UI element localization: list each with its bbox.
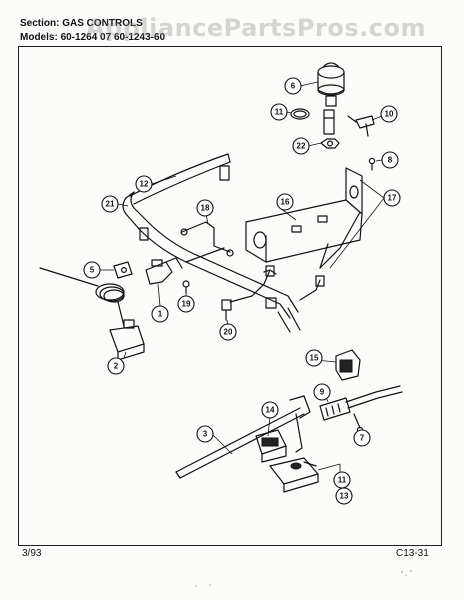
svg-text:22: 22 <box>297 142 306 151</box>
svg-text:11: 11 <box>275 108 284 117</box>
models-value: 60-1264 07 60-1243-60 <box>60 32 166 43</box>
svg-text:13: 13 <box>340 492 349 501</box>
section-label: Section: <box>20 18 60 29</box>
callout-12: 12 <box>135 175 153 193</box>
part-8-screw <box>368 157 376 171</box>
callout-11-top: 11 <box>270 103 288 121</box>
svg-text:6: 6 <box>291 82 296 91</box>
callout-6: 6 <box>284 77 302 95</box>
svg-text:12: 12 <box>140 180 149 189</box>
callout-16: 16 <box>276 193 294 211</box>
svg-text:5: 5 <box>90 266 95 275</box>
part-16-bracket <box>245 167 363 263</box>
callout-20: 20 <box>219 323 237 341</box>
part-11-o-ring <box>290 108 310 120</box>
callout-22: 21 <box>101 195 119 213</box>
svg-text:14: 14 <box>266 406 275 415</box>
svg-text:3: 3 <box>203 430 208 439</box>
svg-text:16: 16 <box>281 198 290 207</box>
callout-1: 1 <box>151 305 169 323</box>
svg-text:11: 11 <box>338 476 347 485</box>
part-10-screw <box>347 115 375 137</box>
callout-17: 17 <box>383 189 401 207</box>
svg-text:9: 9 <box>320 388 325 397</box>
callout-7: 7 <box>353 429 371 447</box>
section-line: Section: GAS CONTROLS <box>20 18 143 29</box>
models-line: Models: 60-1264 07 60-1243-60 <box>20 32 165 43</box>
svg-text:21: 21 <box>106 200 115 209</box>
callout-19: 19 <box>177 295 195 313</box>
part-2-thermostat <box>39 267 145 361</box>
svg-text:7: 7 <box>360 434 365 443</box>
part-18-orifice-tube <box>180 221 234 257</box>
part-15-block <box>335 349 361 381</box>
callout-3: 3 <box>196 425 214 443</box>
part-stem <box>323 109 335 135</box>
part-3-rod <box>175 395 311 479</box>
part-19-screw <box>182 280 190 294</box>
part-1-valve-body <box>145 257 183 285</box>
callout-2: 2 <box>107 357 125 375</box>
svg-text:19: 19 <box>182 300 191 309</box>
callout-9: 9 <box>313 383 331 401</box>
part-20-fitting <box>221 299 232 321</box>
callout-18: 18 <box>196 199 214 217</box>
svg-text:18: 18 <box>201 204 210 213</box>
footer-date: 3/93 <box>22 548 42 559</box>
part-21-nut <box>320 138 340 149</box>
svg-text:20: 20 <box>224 328 233 337</box>
svg-text:2: 2 <box>114 362 119 371</box>
part-9-connector <box>319 385 403 429</box>
part-4-igniter-base <box>269 457 319 493</box>
callout-14: 14 <box>261 401 279 419</box>
section-value: GAS CONTROLS <box>62 18 143 29</box>
scan-specks <box>195 570 412 587</box>
part-tube-assembly <box>229 211 361 303</box>
callout-11-bottom: 11 <box>333 471 351 489</box>
svg-text:8: 8 <box>388 156 393 165</box>
callout-8: 8 <box>381 151 399 169</box>
diagram-frame <box>18 46 442 546</box>
svg-text:1: 1 <box>158 310 163 319</box>
models-label: Models: <box>20 32 58 43</box>
part-5-valve <box>113 261 133 279</box>
part-12-manifold-pipe <box>122 153 301 333</box>
svg-text:15: 15 <box>310 354 319 363</box>
svg-text:10: 10 <box>385 110 394 119</box>
part-14-igniter <box>255 429 287 463</box>
footer-page-code: C13-31 <box>396 548 429 559</box>
callout-13: 13 <box>335 487 353 505</box>
callout-10: 10 <box>380 105 398 123</box>
callout-5: 5 <box>83 261 101 279</box>
leader-lines <box>100 81 385 476</box>
callout-21: 22 <box>292 137 310 155</box>
callout-15: 15 <box>305 349 323 367</box>
svg-text:17: 17 <box>388 194 397 203</box>
part-6-regulator <box>317 62 345 107</box>
watermark: AppliancePartsPros.com <box>86 14 426 42</box>
